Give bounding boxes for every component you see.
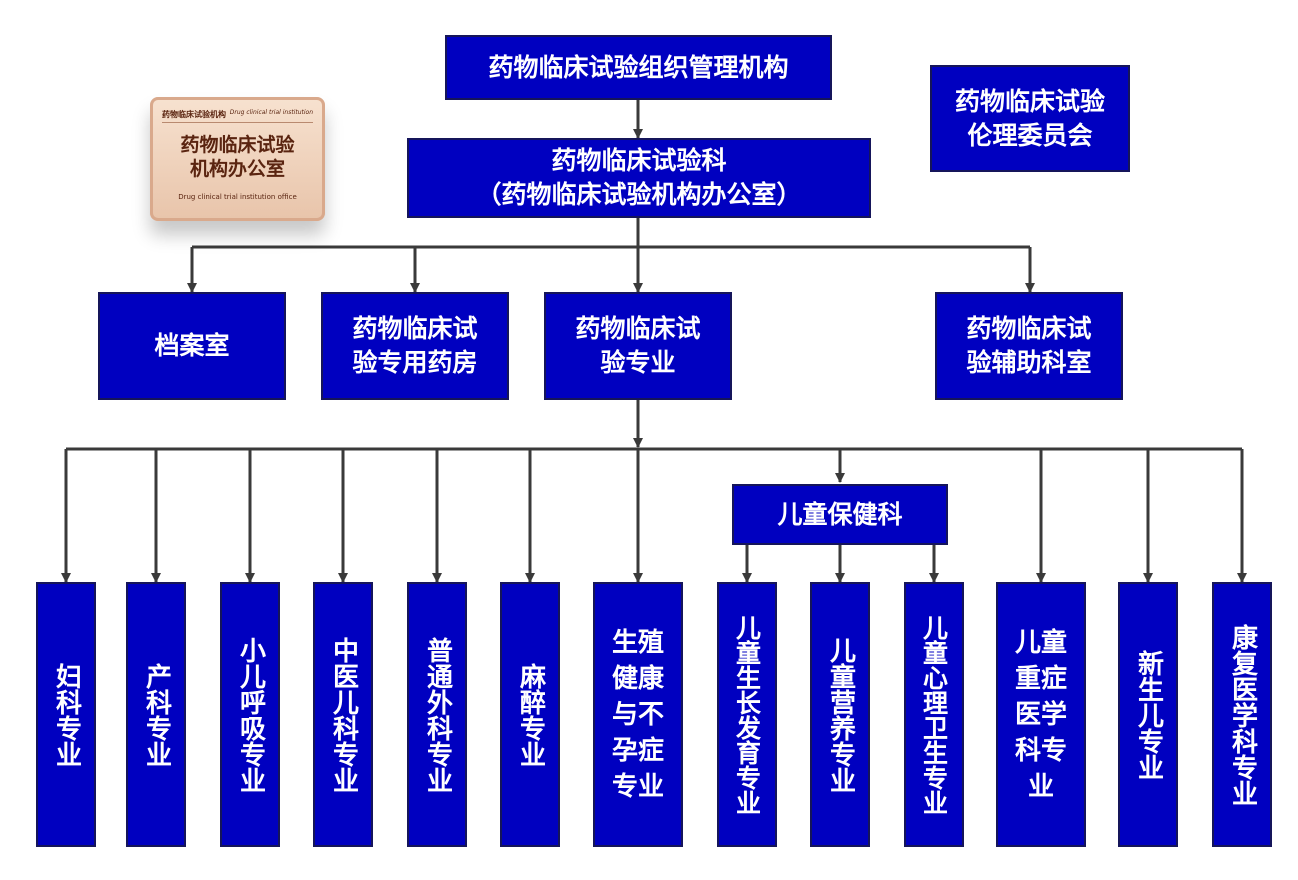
ethics-committee-label: 药物临床试验 伦理委员会 — [954, 86, 1105, 150]
specialty-label: 妇科专业 — [51, 662, 82, 767]
specialty-box-neonatal: 新生儿专业 — [1118, 582, 1178, 847]
trial-specialty-box: 药物临床试 验专业 — [544, 292, 732, 400]
specialty-box-child-mental-health: 儿童心理卫生专业 — [904, 582, 964, 847]
specialty-label: 小儿呼吸专业 — [235, 636, 266, 793]
sign-header-cn: 药物临床试验机构 — [162, 110, 226, 119]
trial-department-box: 药物临床试验科 （药物临床试验机构办公室） — [407, 138, 871, 218]
specialty-box-reproductive-health: 生殖 健康 与不 孕症 专业 — [593, 582, 683, 847]
specialty-label: 儿童生长发育专业 — [732, 614, 762, 815]
trial-auxiliary-label: 药物临床试 验辅助科室 — [966, 314, 1092, 377]
trial-department-label: 药物临床试验科 — [551, 146, 727, 175]
specialty-box-rehabilitation: 康复医学科专业 — [1212, 582, 1272, 847]
specialty-box-obstetrics: 产科专业 — [126, 582, 186, 847]
ethics-committee-box: 药物临床试验 伦理委员会 — [930, 65, 1130, 172]
specialty-label: 儿童 重症 医学 科专 业 — [1014, 627, 1067, 802]
trial-pharmacy-label: 药物临床试 验专用药房 — [352, 314, 478, 377]
specialty-box-pediatric-icu: 儿童 重症 医学 科专 业 — [996, 582, 1086, 847]
archive-room-box: 档案室 — [98, 292, 286, 400]
child-health-label: 儿童保健科 — [777, 499, 903, 529]
specialty-label: 产科专业 — [141, 662, 172, 767]
specialty-label: 康复医学科专业 — [1227, 623, 1258, 806]
sign-main-text: 药物临床试验 机构办公室 — [180, 134, 295, 180]
sign-english-text: Drug clinical trial institution office — [178, 193, 297, 201]
sign-header-en: Drug clinical trial institution — [229, 109, 313, 116]
trial-specialty-label: 药物临床试 验专业 — [575, 314, 701, 377]
specialty-box-gynecology: 妇科专业 — [36, 582, 96, 847]
sign-header: 药物临床试验机构 Drug clinical trial institution — [162, 109, 313, 123]
trial-auxiliary-box: 药物临床试 验辅助科室 — [935, 292, 1123, 400]
archive-room-label: 档案室 — [154, 331, 230, 360]
specialty-label: 中医儿科专业 — [328, 636, 359, 793]
specialty-box-anesthesia: 麻醉专业 — [500, 582, 560, 847]
specialty-label: 新生儿专业 — [1133, 649, 1164, 780]
child-health-box: 儿童保健科 — [732, 484, 948, 545]
specialty-label: 儿童心理卫生专业 — [919, 614, 949, 815]
specialty-label: 麻醉专业 — [515, 662, 546, 767]
trial-office-label: （药物临床试验机构办公室） — [476, 180, 802, 209]
org-management-label: 药物临床试验组织管理机构 — [488, 52, 789, 82]
specialty-label: 普通外科专业 — [422, 636, 453, 793]
office-sign-image: 药物临床试验机构 Drug clinical trial institution… — [150, 97, 325, 221]
specialty-label: 生殖 健康 与不 孕症 专业 — [611, 627, 664, 802]
specialty-box-child-nutrition: 儿童营养专业 — [810, 582, 870, 847]
specialty-box-general-surgery: 普通外科专业 — [407, 582, 467, 847]
trial-pharmacy-box: 药物临床试 验专用药房 — [321, 292, 509, 400]
specialty-label: 儿童营养专业 — [825, 636, 856, 793]
specialty-box-tcm-pediatrics: 中医儿科专业 — [313, 582, 373, 847]
specialty-box-child-growth: 儿童生长发育专业 — [717, 582, 777, 847]
specialty-box-pediatric-respiratory: 小儿呼吸专业 — [220, 582, 280, 847]
org-management-box: 药物临床试验组织管理机构 — [445, 35, 832, 100]
